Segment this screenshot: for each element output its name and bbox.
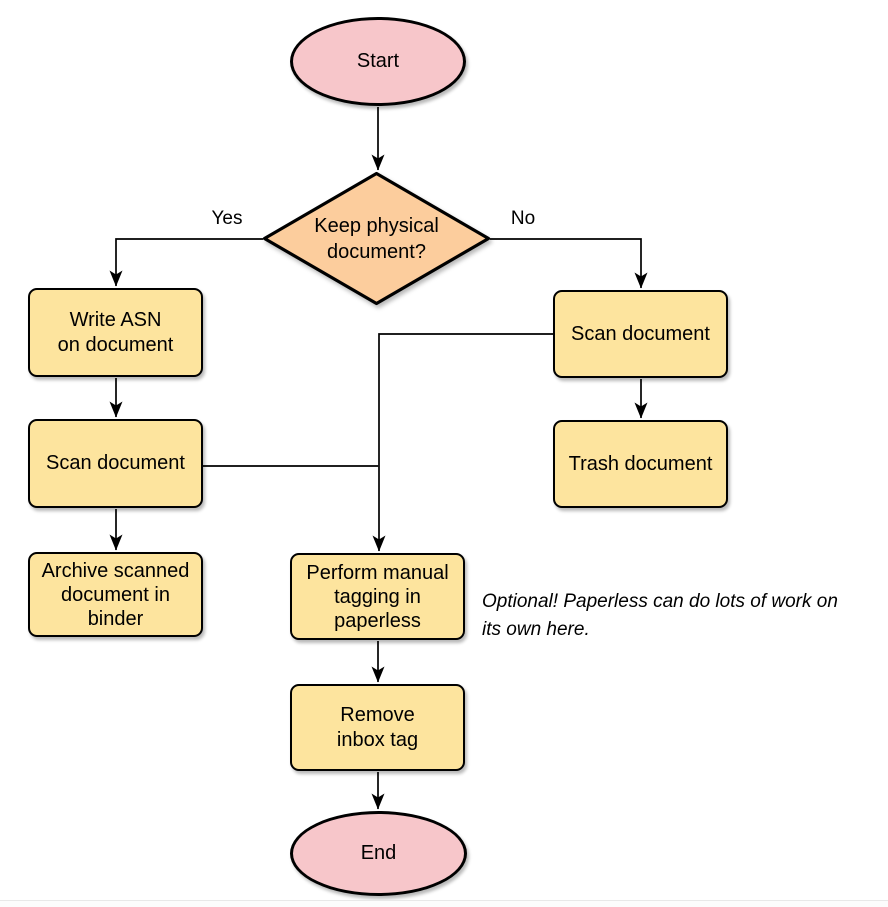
flow-node-tagging: Perform manual tagging in paperless [290,553,465,640]
flow-node-trash: Trash document [553,420,728,508]
flow-node-start: Start [290,17,466,106]
decision-diamond [262,171,491,306]
decision-label: Keep physical document? [314,215,439,263]
flow-node-scan-document-right: Scan document [553,290,728,378]
flow-node-end: End [290,811,467,896]
edge-label-yes: Yes [211,208,243,229]
edge-label-no: No [510,208,536,229]
page-bottom-divider [0,900,888,901]
edge-decision-no [490,238,648,289]
flow-node-archive: Archive scanned document in binder [28,552,203,637]
flow-node-remove-inbox-tag: Remove inbox tag [290,684,465,771]
node-label: End [360,842,397,864]
flow-node-write-asn: Write ASN on document [28,288,203,377]
edge-decision-yes [109,238,263,287]
edge-scanright-to-tagging [372,333,553,552]
flow-node-scan-document-left: Scan document [28,419,203,508]
page-bottom-strip [0,901,888,907]
optional-note: Optional! Paperless can do lots of work … [482,591,838,640]
node-label: Start [356,50,400,72]
